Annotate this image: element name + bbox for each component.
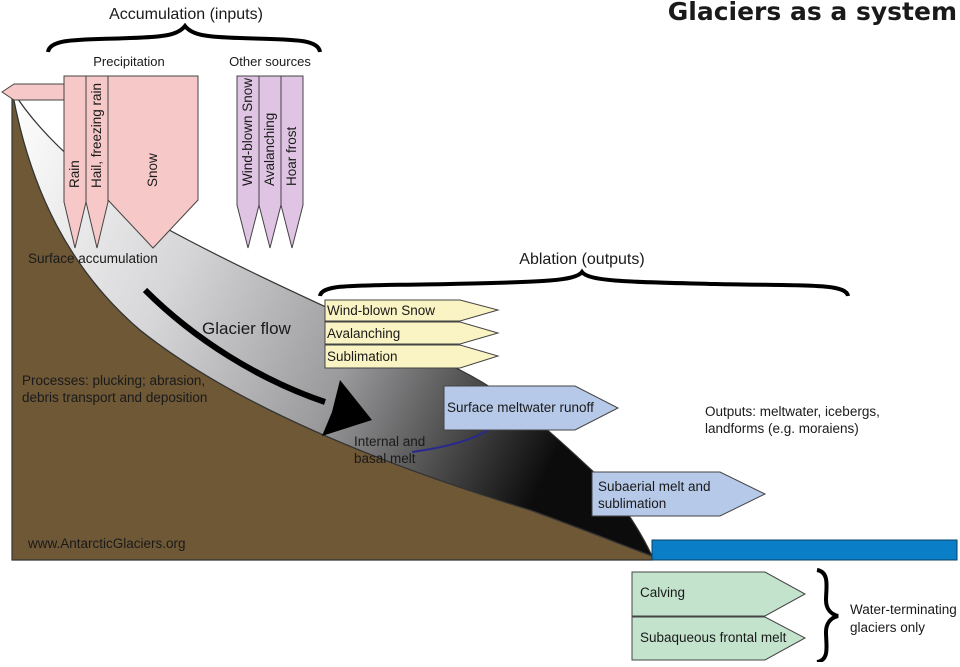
- internal-melt-line-2: basal melt: [354, 451, 416, 466]
- other-arrow-avalanching: Avalanching: [258, 75, 282, 249]
- snow-label: Snow: [145, 153, 160, 187]
- processes-line-2: debris transport and deposition: [22, 390, 207, 405]
- avalanching-label: Avalanching: [262, 113, 277, 186]
- ablation-arrow-sublimation: Sublimation: [324, 344, 500, 369]
- surface-accumulation-label: Surface accumulation: [28, 251, 158, 266]
- subaerial-line-2: sublimation: [598, 496, 666, 511]
- processes-line-1: Processes: plucking; abrasion,: [22, 373, 205, 388]
- rain-label: Rain: [67, 160, 82, 188]
- water: [651, 539, 958, 561]
- ablation-windblown-label: Wind-blown Snow: [327, 303, 435, 318]
- accumulation-brace: [46, 22, 322, 53]
- diagram-title: Glaciers as a system: [668, 0, 957, 26]
- outputs-line-1: Outputs: meltwater, icebergs,: [705, 404, 880, 419]
- other-sources-label: Other sources: [229, 54, 311, 69]
- water-terminating-brace: [816, 568, 839, 664]
- ablation-avalanching-label: Avalanching: [327, 326, 400, 341]
- water-terminating-line-2: glaciers only: [850, 620, 925, 635]
- calving-label: Calving: [640, 585, 685, 600]
- glacier-flow-label: Glacier flow: [202, 319, 292, 338]
- windblown-snow-label: Wind-blown Snow: [240, 78, 255, 186]
- outputs-line-2: landforms (e.g. moraiens): [705, 421, 859, 436]
- subaqueous-arrow: Subaqueous frontal melt: [631, 616, 807, 661]
- subaerial-line-1: Subaerial melt and: [598, 479, 711, 494]
- precip-arrow-snow: Snow: [107, 75, 199, 249]
- surface-runoff-arrow: Surface meltwater runoff: [443, 385, 620, 431]
- ablation-sublimation-label: Sublimation: [327, 349, 398, 364]
- precip-arrow-hail: Hail, freezing rain: [85, 75, 109, 249]
- internal-melt-line-1: Internal and: [354, 434, 425, 449]
- ablation-arrow-avalanching: Avalanching: [324, 321, 500, 345]
- website-label: www.AntarcticGlaciers.org: [27, 536, 186, 551]
- precipitation-label: Precipitation: [93, 54, 165, 69]
- water-terminating-line-1: Water-terminating: [850, 602, 957, 617]
- other-arrow-windblown: Wind-blown Snow: [236, 75, 260, 249]
- subaerial-melt-arrow: Subaerial melt and sublimation: [591, 471, 767, 517]
- surface-runoff-label: Surface meltwater runoff: [447, 400, 594, 415]
- precip-arrow-rain: Rain: [63, 75, 87, 249]
- subaqueous-label: Subaqueous frontal melt: [640, 630, 787, 645]
- ablation-heading: Ablation (outputs): [519, 251, 644, 268]
- precipitation-pointer: [1, 83, 65, 101]
- hoar-frost-label: Hoar frost: [284, 126, 299, 186]
- glacier-flow-arrowhead: [322, 380, 372, 436]
- other-arrow-hoarfrost: Hoar frost: [280, 75, 304, 249]
- hail-label: Hail, freezing rain: [89, 83, 104, 188]
- accumulation-heading: Accumulation (inputs): [109, 6, 263, 23]
- ablation-brace: [318, 268, 850, 297]
- calving-arrow: Calving: [631, 571, 807, 617]
- glacier-flow-arrow: [142, 287, 326, 405]
- ablation-arrow-windblown: Wind-blown Snow: [324, 299, 500, 322]
